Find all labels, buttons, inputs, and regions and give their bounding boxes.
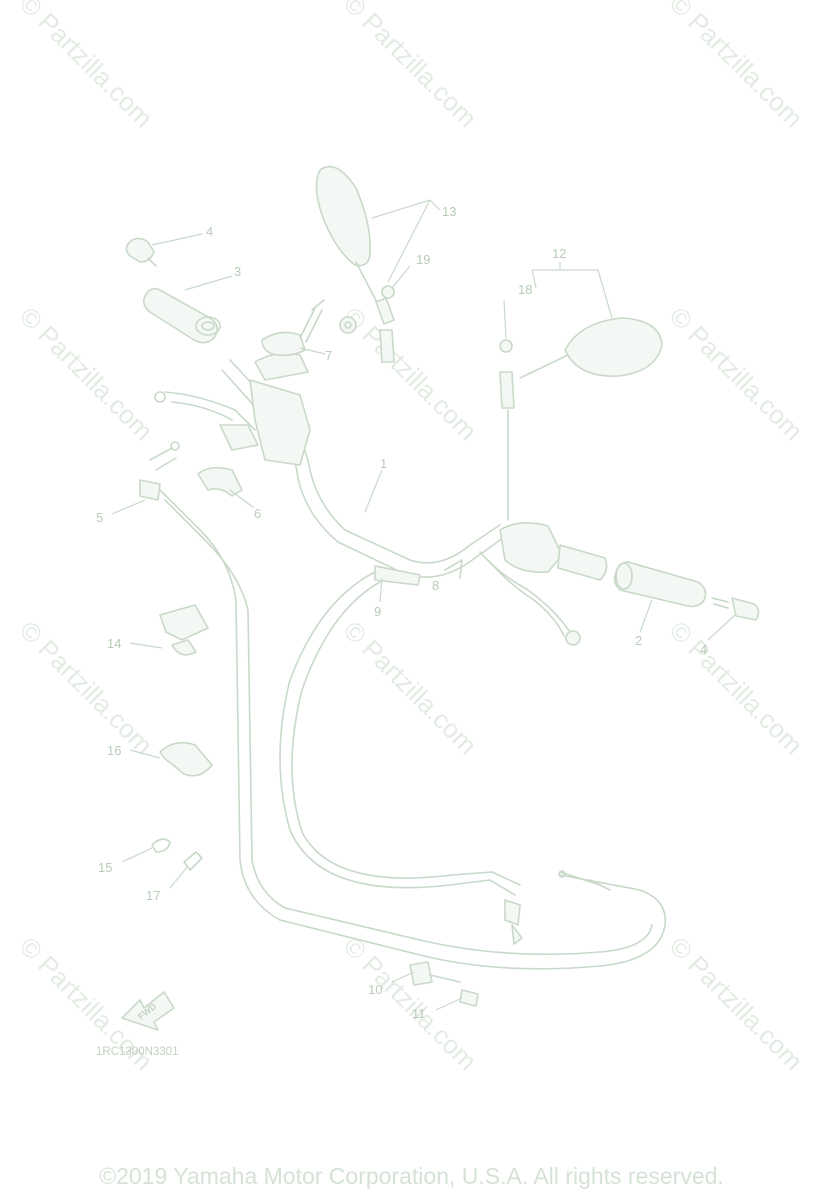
right-bar-end-part[interactable] <box>711 597 760 621</box>
bolt-part[interactable] <box>299 299 357 343</box>
watermark: © Partzilla.com <box>14 0 159 133</box>
callout-12: 12 <box>552 246 566 261</box>
watermark: © Partzilla.com <box>664 931 809 1076</box>
holder-part[interactable] <box>261 331 306 357</box>
callout-7: 7 <box>325 348 332 363</box>
switch-part[interactable] <box>409 961 461 986</box>
callout-9: 9 <box>374 604 381 619</box>
callout-15: 15 <box>98 860 112 875</box>
right-grip-part[interactable] <box>613 561 707 608</box>
callout-5: 5 <box>96 510 103 525</box>
clip-part[interactable] <box>183 851 203 871</box>
left-grip-part[interactable] <box>142 287 221 344</box>
clutch-cable-part[interactable] <box>139 441 667 970</box>
left-bar-end-part[interactable] <box>125 237 157 267</box>
callout-6: 6 <box>254 506 261 521</box>
callout-11: 11 <box>412 1006 426 1021</box>
callout-2: 2 <box>635 633 642 648</box>
watermark: © Partzilla.com <box>14 615 159 760</box>
right-mirror-part[interactable] <box>499 317 663 521</box>
clamp-part[interactable] <box>197 466 243 497</box>
watermark: © Partzilla.com <box>664 301 809 446</box>
watermark: © Partzilla.com <box>338 0 483 133</box>
callout-18: 18 <box>518 282 532 297</box>
watermark-group: © Partzilla.com © Partzilla.com © Partzi… <box>14 0 809 1076</box>
callout-19: 19 <box>416 252 430 267</box>
callout-4-right: 4 <box>700 642 707 657</box>
callout-10: 10 <box>368 982 382 997</box>
cable-holder-part[interactable] <box>159 604 209 656</box>
cable-end-part[interactable] <box>558 870 611 891</box>
right-switch-part[interactable] <box>499 522 608 581</box>
callout-17: 17 <box>146 888 160 903</box>
callout-16: 16 <box>107 743 121 758</box>
watermark: © Partzilla.com <box>664 615 809 760</box>
brake-lever-part[interactable] <box>479 551 581 646</box>
throttle-cable-part[interactable] <box>279 559 523 945</box>
callout-4-left: 4 <box>206 224 213 239</box>
fwd-arrow-icon: FWD <box>121 991 175 1031</box>
watermark: © Partzilla.com <box>14 301 159 446</box>
band-part[interactable] <box>151 838 171 853</box>
cable-clamp-part[interactable] <box>159 741 213 777</box>
screw-part[interactable] <box>459 989 479 1007</box>
callout-14: 14 <box>107 636 121 651</box>
callout-13: 13 <box>442 204 456 219</box>
clutch-lever-assembly[interactable] <box>154 352 311 466</box>
callouts: 1 2 3 4 4 5 6 7 8 9 10 11 12 13 14 15 16 <box>96 199 736 1021</box>
watermark: © Partzilla.com <box>664 0 809 133</box>
watermark: © Partzilla.com <box>338 301 483 446</box>
callout-3: 3 <box>234 264 241 279</box>
callout-8: 8 <box>432 578 439 593</box>
copyright-notice: ©2019 Yamaha Motor Corporation, U.S.A. A… <box>99 1163 724 1189</box>
callout-1: 1 <box>380 456 387 471</box>
diagram-code: 1RC1300N3301 <box>96 1046 178 1058</box>
watermark: © Partzilla.com <box>338 615 483 760</box>
left-mirror-part[interactable] <box>315 165 395 363</box>
